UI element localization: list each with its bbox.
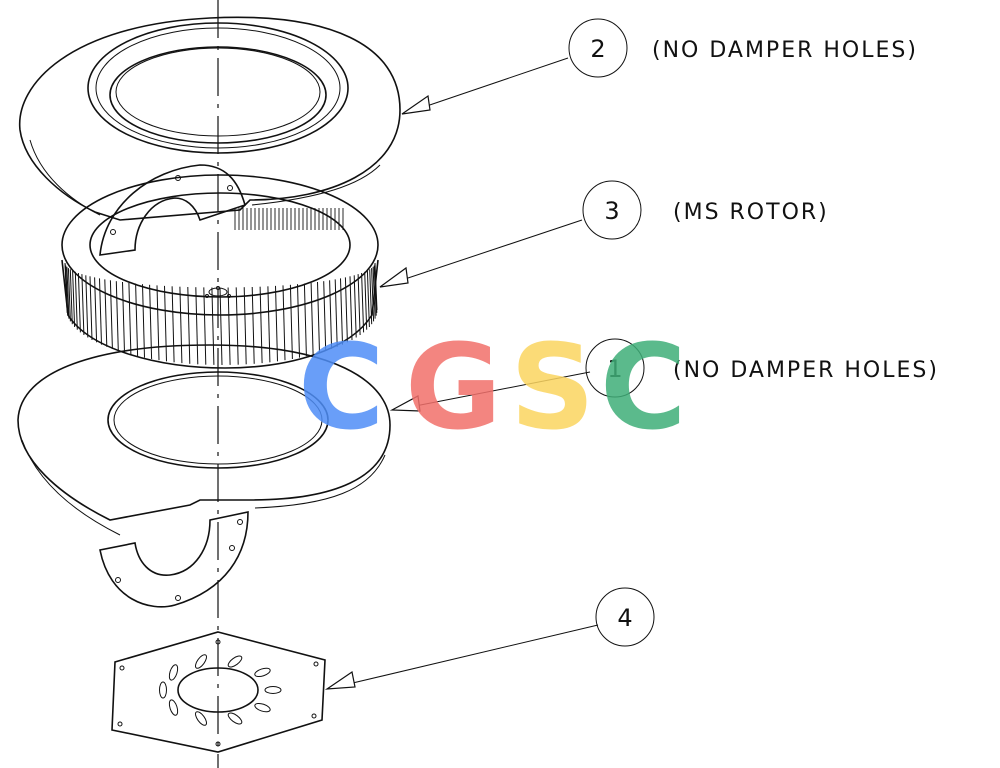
rotor-blade [66, 266, 70, 319]
rotor-blade [282, 285, 286, 361]
watermark-letter-g: G [405, 318, 502, 456]
part-4-base-plate [111, 631, 326, 753]
part-3-rotor [61, 174, 379, 369]
cgsc-watermark: C G S C [298, 318, 687, 456]
rotor-blade [67, 268, 71, 322]
rotor-blade [72, 270, 76, 328]
rotor-blade [99, 278, 102, 345]
rotor-blade [353, 275, 357, 338]
rotor-blade [187, 286, 191, 364]
base-plate-slot [227, 712, 243, 725]
base-plate-slot [254, 667, 271, 678]
rotor-blade [211, 287, 215, 365]
callout-2: 2 (NO DAMPER HOLES) [568, 18, 918, 78]
rotor-blade [122, 281, 125, 353]
watermark-letter-c1: C [298, 318, 385, 456]
rotor-blade [334, 279, 338, 347]
base-plate-slot [168, 664, 179, 681]
base-plate-slot [168, 699, 179, 716]
callout-4-number: 4 [617, 604, 632, 632]
rotor-blade [235, 287, 239, 365]
rotor-blade [94, 277, 98, 343]
rotor-blade [115, 281, 119, 351]
callout-2-number: 2 [590, 35, 605, 63]
rotor-blade [81, 274, 85, 336]
rotor-blade [149, 284, 153, 360]
rotor-blade [267, 286, 271, 363]
rotor-blade [251, 286, 255, 364]
rotor-blade [374, 262, 378, 311]
rotor-blade [89, 276, 93, 341]
rotor-blade [243, 287, 247, 365]
callout-3-note: (MS ROTOR) [673, 200, 829, 225]
rotor-blade [164, 285, 167, 362]
rotor-blade [323, 281, 327, 351]
rotor-blade [69, 269, 73, 325]
rotor-blade [104, 279, 108, 347]
rotor-blade [340, 278, 343, 345]
callout-4: 4 [595, 587, 655, 647]
callout-1-note: (NO DAMPER HOLES) [673, 358, 939, 383]
rotor-blade [366, 270, 370, 328]
base-plate-slot [227, 655, 243, 668]
rotor-blade [179, 286, 183, 364]
rotor-blade [371, 268, 375, 322]
rotor-blade [135, 283, 139, 357]
rotor-blade [289, 284, 293, 360]
rotor-blade [74, 271, 78, 330]
rotor-blade [227, 287, 231, 365]
rotor-blade [259, 286, 263, 364]
rotor-blade [357, 274, 361, 336]
rotor-blade [303, 283, 307, 357]
callout-1-number: 1 [607, 355, 622, 383]
rotor-blade [361, 272, 365, 333]
callout-2-note: (NO DAMPER HOLES) [652, 38, 918, 63]
rotor-blade [109, 280, 113, 349]
rotor-blade [65, 265, 69, 316]
rotor-blades [64, 208, 378, 366]
base-plate-slot [159, 681, 167, 699]
watermark-letter-s: S [510, 318, 595, 456]
rotor-blade [317, 281, 320, 353]
rotor-blade [85, 275, 89, 338]
rotor-blade [77, 272, 81, 333]
rotor-blade [203, 287, 207, 365]
rotor-blade [195, 287, 199, 365]
callout-1: 1 (NO DAMPER HOLES) [585, 338, 939, 398]
part-1-bottom-housing [17, 344, 391, 608]
rotor-blade [369, 269, 373, 325]
rotor-blade [171, 286, 175, 363]
part-2-top-housing [18, 16, 401, 256]
rotor-blade [128, 282, 132, 355]
base-plate-slot [254, 702, 271, 713]
rotor-blade [349, 276, 353, 341]
base-plate-slot [264, 686, 282, 694]
callout-3-number: 3 [604, 197, 619, 225]
rotor-blade [142, 284, 145, 358]
rotor-blade [364, 271, 368, 330]
rotor-blade [372, 266, 376, 319]
watermark-letter-c2: C [600, 318, 687, 456]
rotor-blade [373, 265, 377, 316]
rotor-blade [329, 280, 333, 349]
callout-3: 3 (MS ROTOR) [582, 180, 829, 240]
leader-lines [324, 57, 599, 690]
rotor-blade [219, 287, 223, 366]
base-plate-slot [195, 711, 207, 726]
rotor-blade [310, 282, 314, 355]
base-plate-slots [159, 654, 282, 726]
rotor-blade [344, 277, 348, 343]
base-plate-slot [195, 654, 207, 669]
rotor-blade [297, 284, 300, 358]
rotor-blade [156, 285, 160, 361]
